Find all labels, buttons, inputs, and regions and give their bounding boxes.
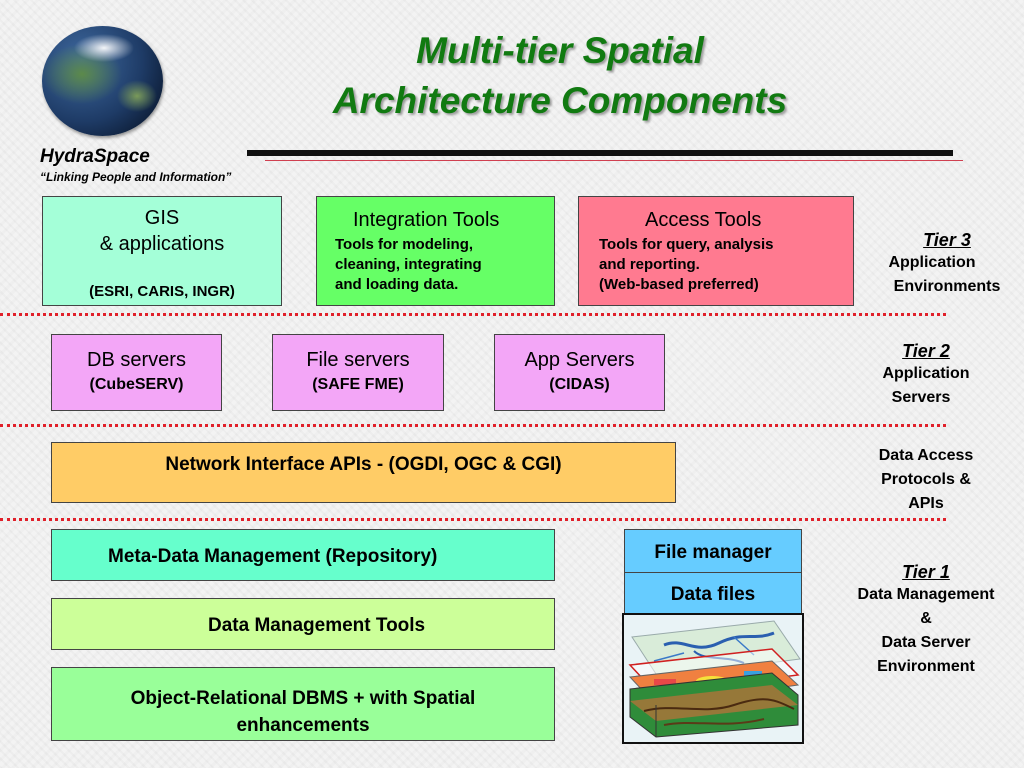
- app-servers-title: App Servers: [524, 349, 635, 371]
- ordbms-line: Object-Relational DBMS + with Spatial: [130, 688, 476, 709]
- tier3-label-group: Tier 3 Application Environments: [880, 230, 1014, 299]
- ordbms-label: Object-Relational DBMS + with Spatial en…: [52, 685, 554, 739]
- tier2-desc-line: Servers: [891, 389, 951, 406]
- gis-title: GIS: [144, 207, 180, 229]
- tier1-desc-line: &: [920, 610, 932, 627]
- metadata-box: Meta-Data Management (Repository): [51, 529, 555, 581]
- data-layers-illustration: [622, 613, 804, 744]
- tier1-desc-line: Data Server: [881, 634, 971, 651]
- app-servers-box: App Servers (CIDAS): [494, 334, 665, 411]
- ordbms-box: Object-Relational DBMS + with Spatial en…: [51, 667, 555, 741]
- data-layers-image: [628, 620, 801, 738]
- protocols-label-group: Data Access Protocols & APIs: [856, 444, 996, 516]
- title-rule: [247, 150, 953, 156]
- access-tools-box: Access Tools Tools for query, analysis a…: [578, 196, 854, 306]
- gis-box: GIS & applications (ESRI, CARIS, INGR): [42, 196, 282, 306]
- protocols-desc-line: Data Access: [878, 447, 974, 464]
- file-servers-box: File servers (SAFE FME): [272, 334, 444, 411]
- network-apis-label: Network Interface APIs - (OGDI, OGC & CG…: [165, 454, 562, 475]
- tier1-label: Tier 1: [902, 562, 950, 582]
- data-files-box: Data files: [624, 572, 802, 614]
- data-files-label: Data files: [670, 584, 756, 605]
- tier-separator: [0, 518, 946, 521]
- integration-tools-box: Integration Tools Tools for modeling, cl…: [316, 196, 555, 306]
- app-servers-sub: (CIDAS): [549, 376, 610, 393]
- tier-separator: [0, 424, 946, 427]
- tier2-label: Tier 2: [902, 341, 950, 361]
- tier1-label-group: Tier 1 Data Management & Data Server Env…: [836, 562, 1016, 679]
- tier3-desc-line: Environments: [893, 278, 1001, 295]
- integration-tools-desc: Tools for modeling, cleaning, integratin…: [335, 235, 482, 295]
- tier1-desc-line: Data Management: [857, 586, 995, 603]
- data-management-tools-label: Data Management Tools: [208, 615, 426, 636]
- page-title: Multi-tier Spatial Architecture Componen…: [200, 26, 920, 126]
- file-manager-label: File manager: [654, 542, 772, 563]
- access-desc-line: (Web-based preferred): [599, 276, 759, 293]
- globe-logo: [42, 26, 163, 136]
- tier-separator: [0, 313, 946, 316]
- title-line-1: Multi-tier Spatial: [416, 30, 704, 71]
- access-desc-line: Tools for query, analysis: [599, 236, 774, 253]
- integration-desc-line: cleaning, integrating: [335, 256, 482, 273]
- title-rule-red: [265, 160, 963, 161]
- gis-note: (ESRI, CARIS, INGR): [89, 283, 235, 300]
- tier2-desc-line: Application: [882, 365, 970, 382]
- tier3-label: Tier 3: [923, 230, 971, 250]
- db-servers-sub: (CubeSERV): [89, 376, 184, 393]
- data-management-tools-box: Data Management Tools: [51, 598, 555, 650]
- integration-desc-line: and loading data.: [335, 276, 459, 293]
- gis-subtitle: & applications: [99, 233, 225, 255]
- metadata-label: Meta-Data Management (Repository): [108, 546, 438, 567]
- tier2-label-group: Tier 2 Application Servers: [856, 341, 996, 410]
- title-line-2: Architecture Components: [332, 80, 788, 121]
- access-desc-line: and reporting.: [599, 256, 700, 273]
- file-servers-title: File servers: [306, 349, 410, 371]
- access-tools-title: Access Tools: [645, 209, 762, 231]
- integration-tools-title: Integration Tools: [353, 209, 500, 231]
- file-servers-sub: (SAFE FME): [312, 376, 404, 393]
- tier3-desc-line: Application: [888, 254, 976, 271]
- brand-name: HydraSpace: [40, 146, 150, 167]
- protocols-desc-line: Protocols &: [881, 471, 971, 488]
- integration-desc-line: Tools for modeling,: [335, 236, 474, 253]
- network-apis-box: Network Interface APIs - (OGDI, OGC & CG…: [51, 442, 676, 503]
- db-servers-title: DB servers: [87, 349, 186, 371]
- file-manager-box: File manager: [624, 529, 802, 573]
- protocols-desc-line: APIs: [908, 495, 944, 512]
- ordbms-line: enhancements: [236, 715, 370, 736]
- brand-tagline: “Linking People and Information”: [40, 170, 232, 184]
- db-servers-box: DB servers (CubeSERV): [51, 334, 222, 411]
- tier1-desc-line: Environment: [877, 658, 975, 675]
- access-tools-desc: Tools for query, analysis and reporting.…: [599, 235, 774, 295]
